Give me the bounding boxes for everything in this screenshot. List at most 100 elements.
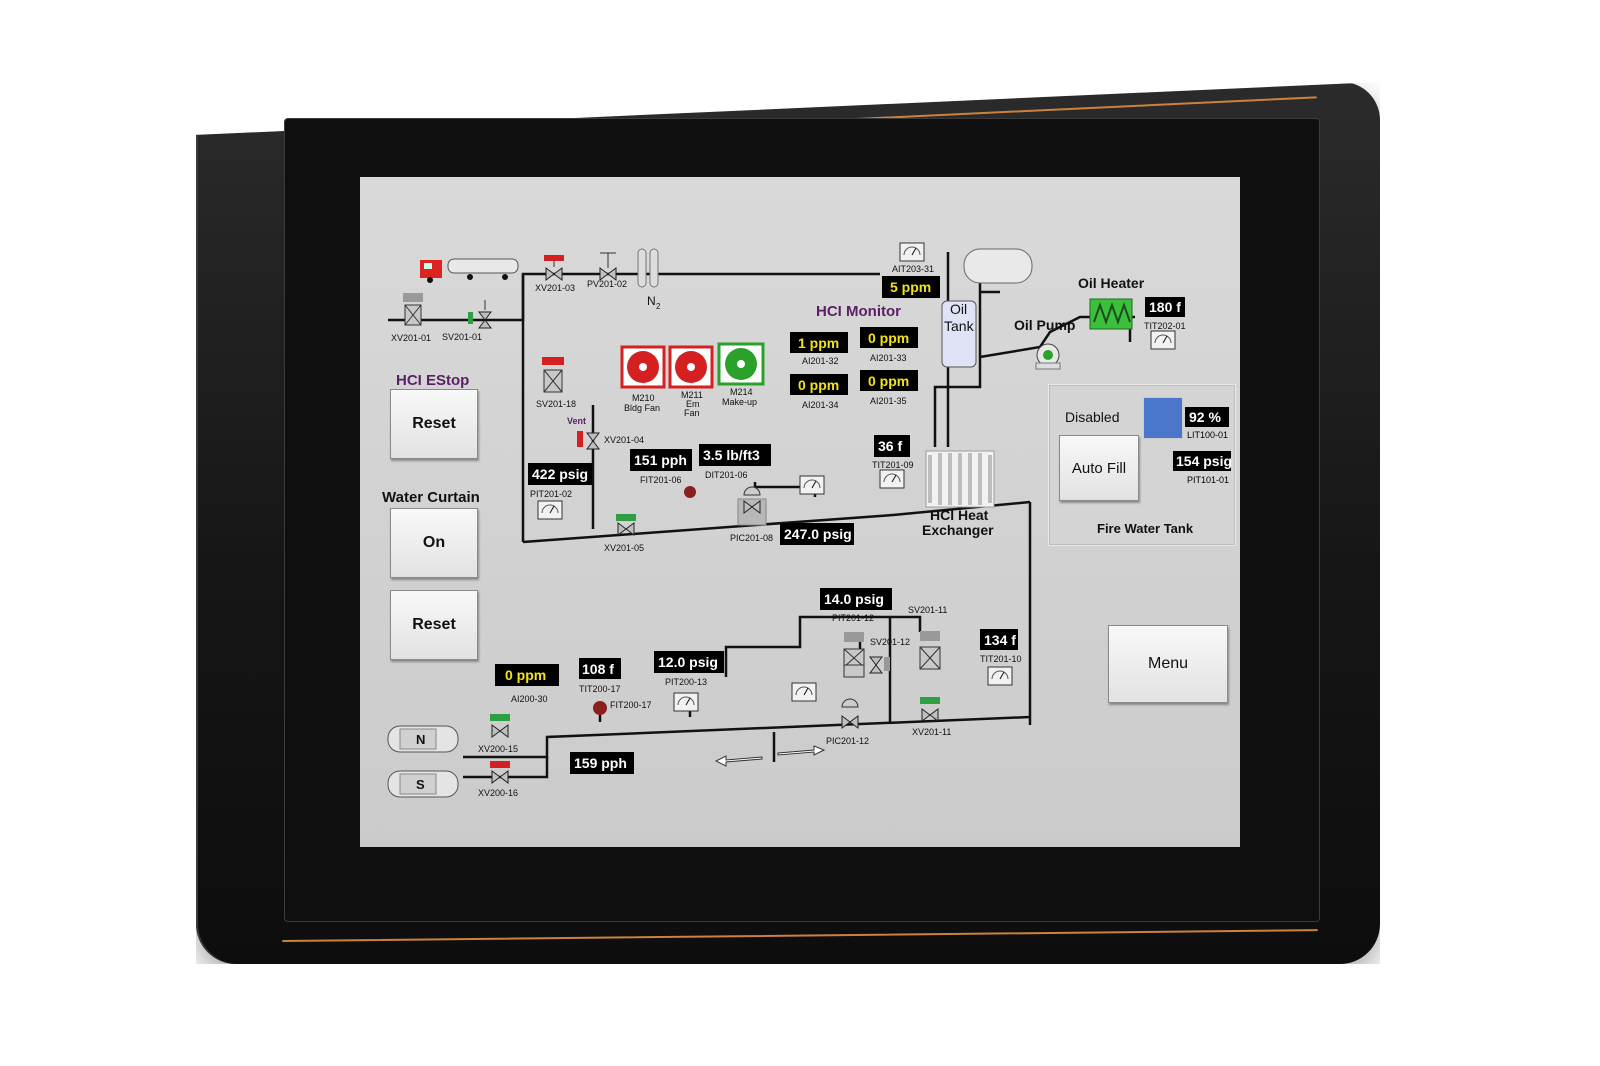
valve-sv201-11[interactable]	[919, 631, 941, 670]
heat-exchanger-label-1: HCl Heat	[930, 507, 989, 523]
reading-0ppm-d-bg	[495, 664, 559, 686]
fan-m211-desc2: Fan	[684, 408, 700, 418]
reading-fit201-06: 151 pph	[634, 452, 687, 468]
fan-m211-desc1: Em	[686, 399, 700, 409]
tag-tit201-10: TIT201-10	[980, 654, 1022, 664]
reading-ai201-33: 0 ppm	[868, 330, 909, 346]
reading-12-bg	[654, 651, 724, 673]
tank-level-icon	[1143, 397, 1183, 439]
tag-ai200-30: AI200-30	[511, 694, 548, 704]
tag-xv201-11: XV201-11	[912, 727, 951, 737]
reading-247-bg	[780, 523, 854, 545]
reading-134-bg	[980, 629, 1018, 650]
tag-fit200-17: FIT200-17	[610, 700, 652, 710]
heat-exchanger-label-2: Exchanger	[922, 522, 994, 538]
valve-sv201-12[interactable]	[869, 656, 890, 674]
tag-pit201-02: PIT201-02	[530, 489, 572, 499]
valve-xv201-03[interactable]	[544, 255, 564, 281]
gauge-pic201-12	[791, 682, 817, 702]
oil-pump-icon[interactable]	[1035, 343, 1061, 370]
tag-sv201-11: SV201-11	[908, 605, 947, 615]
reading-0ppm-b-bg	[790, 374, 848, 395]
cylinder-s-label: S	[416, 777, 425, 792]
valve-xv201-01[interactable]	[403, 293, 423, 326]
gauge-pit201-02	[537, 500, 563, 520]
valve-block-pit201-12[interactable]	[843, 632, 865, 678]
vent-label: Vent	[567, 416, 586, 426]
tag-xv201-04: XV201-04	[604, 435, 644, 445]
autofill-status: Disabled	[1065, 409, 1120, 425]
valve-xv201-05[interactable]	[616, 514, 636, 536]
control-valve-pic201-12[interactable]	[841, 698, 859, 729]
reading-14-bg	[820, 588, 892, 610]
tag-pit200-13: PIT200-13	[665, 677, 707, 687]
tanker-truck-icon	[420, 258, 519, 283]
oil-tank-label-1: Oil	[950, 301, 968, 317]
reading-92-bg	[1185, 407, 1229, 427]
tag-xv200-16: XV200-16	[478, 788, 518, 798]
reading-154-bg	[1173, 451, 1231, 471]
water-curtain-title: Water Curtain	[382, 489, 480, 506]
tag-ai201-35: AI201-35	[870, 396, 907, 406]
valve-sv201-18[interactable]	[542, 357, 564, 393]
reading-tit201-10: 134 f	[984, 632, 1016, 648]
valve-xv200-15[interactable]	[490, 714, 510, 738]
reading-pit201-02: 422 psig	[532, 466, 588, 482]
gauge-tit201-09	[879, 469, 905, 489]
tag-sv201-18: SV201-18	[536, 399, 576, 409]
reading-lit100-01: 92 %	[1189, 409, 1221, 425]
tag-sv201-01: SV201-01	[442, 332, 482, 342]
oil-heater-label: Oil Heater	[1078, 275, 1145, 291]
fan-m211-name: M211	[681, 390, 703, 400]
vent-indicator	[577, 431, 583, 447]
valve-xv200-16[interactable]	[490, 761, 510, 784]
reading-tit202-01: 180 f	[1149, 299, 1181, 315]
horizontal-tank-icon	[963, 248, 1033, 284]
tag-ai201-32: AI201-32	[802, 356, 839, 366]
valve-pv201-02[interactable]	[599, 252, 617, 281]
reading-ai200-30: 0 ppm	[505, 667, 546, 683]
menu-button[interactable]: Menu	[1108, 625, 1228, 703]
tag-sv201-12: SV201-12	[870, 637, 910, 647]
fan-m214-desc: Make-up	[722, 397, 757, 407]
tag-tit200-17: TIT200-17	[579, 684, 621, 694]
reading-ai201-32: 1 ppm	[798, 335, 839, 351]
tag-pv201-02: PV201-02	[587, 279, 627, 289]
hci-monitor-title: HCI Monitor	[816, 303, 901, 320]
reading-ai201-34: 0 ppm	[798, 377, 839, 393]
reading-ait203-31: 5 ppm	[890, 279, 931, 295]
water-curtain-reset-button[interactable]: Reset	[390, 590, 478, 660]
tag-ai201-33: AI201-33	[870, 353, 907, 363]
reading-151-bg	[630, 449, 692, 471]
tag-pit101-01: PIT101-01	[1187, 475, 1230, 485]
fan-m210-icon[interactable]	[620, 345, 666, 389]
heat-exchanger-icon	[925, 450, 995, 508]
valve-xv201-11[interactable]	[920, 697, 940, 722]
valve-xv201-04[interactable]	[586, 432, 600, 450]
fan-m214-icon[interactable]	[717, 342, 765, 386]
cylinder-s-icon	[387, 770, 459, 798]
oil-pump-label: Oil Pump	[1014, 317, 1076, 333]
control-valve-pic201-08[interactable]	[737, 486, 767, 526]
fan-m211-icon[interactable]	[668, 345, 714, 389]
valve-sv201-01[interactable]	[468, 300, 492, 329]
auto-fill-button[interactable]: Auto Fill	[1059, 435, 1139, 501]
reading-ai201-35: 0 ppm	[868, 373, 909, 389]
fire-water-tank-label: Fire Water Tank	[1097, 521, 1194, 536]
n2-label: N	[647, 294, 656, 308]
fan-m210-desc: Bldg Fan	[624, 403, 660, 413]
reading-1ppm-bg	[790, 332, 848, 353]
gauge-tit201-10	[987, 666, 1013, 686]
reading-fit200-17: 159 pph	[574, 755, 627, 771]
oil-heater-icon[interactable]	[1089, 298, 1133, 330]
tag-ai201-34: AI201-34	[802, 400, 839, 410]
n2-subscript: 2	[656, 302, 661, 311]
tag-pic201-08: PIC201-08	[730, 533, 773, 543]
water-curtain-on-button[interactable]: On	[390, 508, 478, 578]
estop-reset-button[interactable]: Reset	[390, 389, 478, 459]
tag-tit202-01: TIT202-01	[1144, 321, 1186, 331]
reading-108-bg	[579, 658, 621, 679]
reading-pit101-01: 154 psig	[1176, 453, 1233, 469]
fan-m210-name: M210	[632, 393, 655, 403]
reading-5ppm-bg	[882, 276, 940, 298]
